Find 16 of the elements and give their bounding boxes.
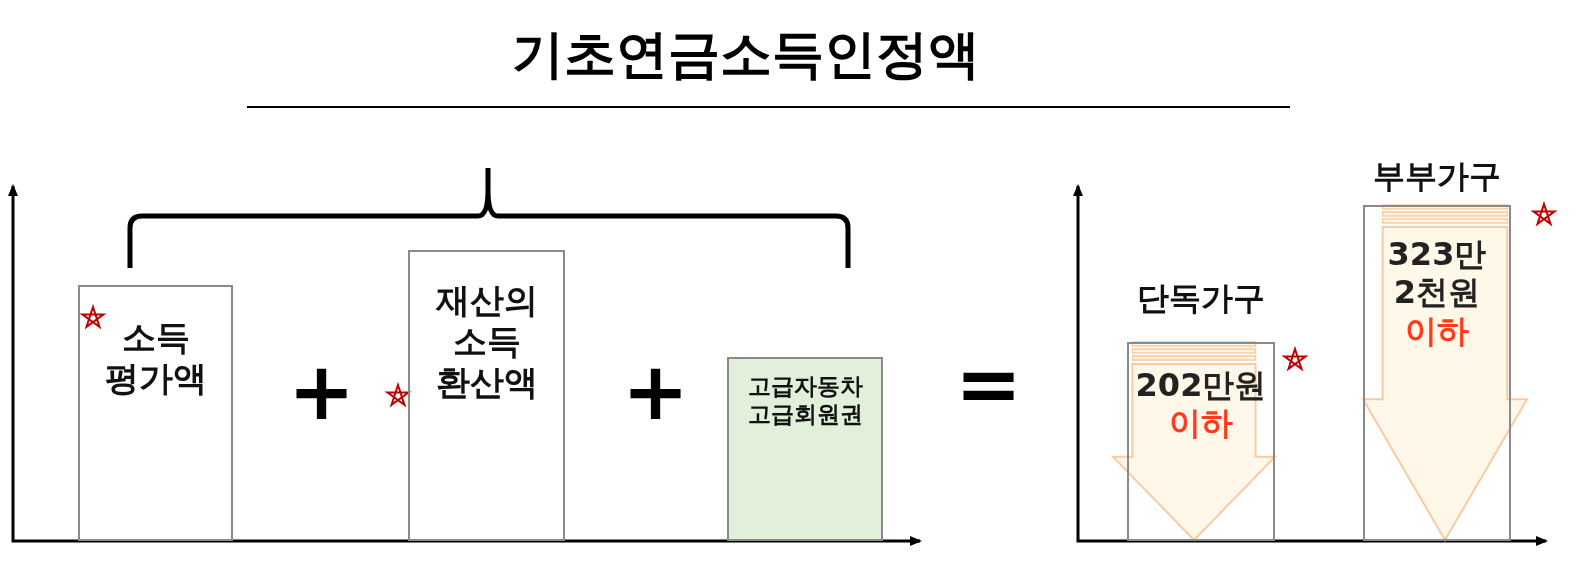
household-heading: 부부가구 <box>1372 156 1502 197</box>
limit-text: 이하 <box>1168 404 1234 443</box>
operator-sign: = <box>955 345 1015 425</box>
operator-sign: + <box>622 352 682 432</box>
operator-sign: + <box>288 352 348 432</box>
title: 기초연금소득인정액 <box>510 23 981 86</box>
box-label: 고급자동차 고급회원권 <box>746 373 864 429</box>
amount-text: 323만 2천원 <box>1386 235 1488 312</box>
bar-box <box>727 357 883 541</box>
box-label: 재산의 소득 환산액 <box>434 280 539 403</box>
bar-box <box>408 250 565 541</box>
household-heading: 단독가구 <box>1136 278 1266 319</box>
bar-box <box>78 285 233 541</box>
limit-text: 이하 <box>1404 312 1470 351</box>
amount-text: 202만원 <box>1134 366 1268 405</box>
box-label: 소득 평가액 <box>103 317 208 399</box>
